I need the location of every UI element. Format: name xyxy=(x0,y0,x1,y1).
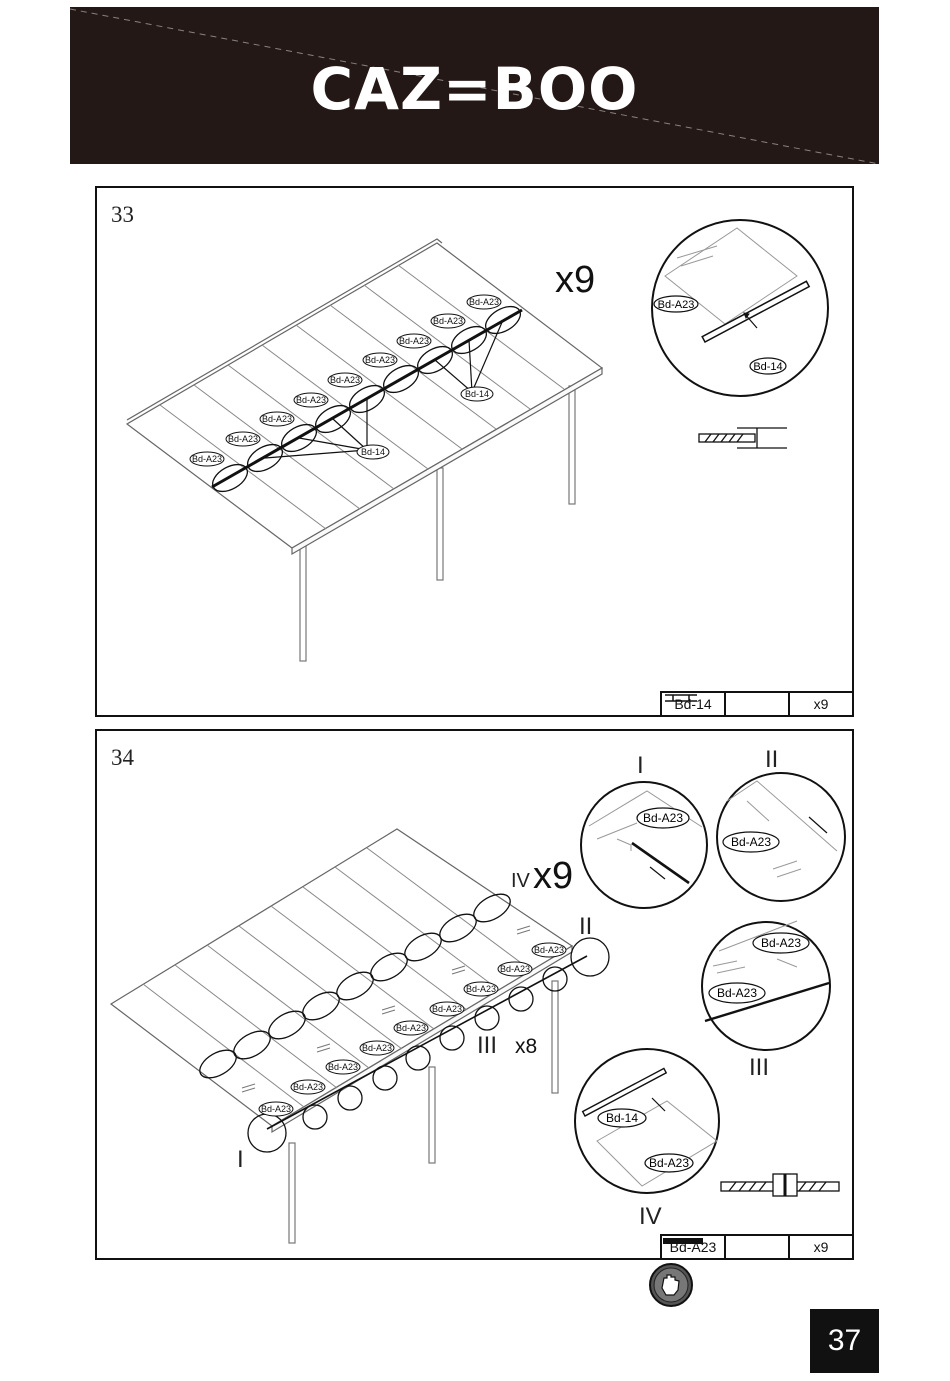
svg-text:Bd-A23: Bd-A23 xyxy=(228,434,258,444)
quantity-label: x9 xyxy=(555,259,595,301)
svg-text:Bd-A23: Bd-A23 xyxy=(328,1062,358,1072)
part-icon xyxy=(725,1235,789,1259)
detail-label-panel: Bd-A23 xyxy=(658,299,695,311)
callout-ii: II xyxy=(579,913,592,940)
parts-table: Bd-14 x9 xyxy=(660,691,854,717)
detail-iv-label-panel: Bd-A23 xyxy=(649,1156,689,1170)
callout-iii: III xyxy=(477,1032,497,1059)
roof-frame xyxy=(111,829,572,1132)
glove-warning-icon xyxy=(648,1262,694,1308)
svg-text:Bd-A23: Bd-A23 xyxy=(432,1004,462,1014)
detail-title-i: I xyxy=(637,752,644,779)
svg-text:Bd-A23: Bd-A23 xyxy=(192,454,222,464)
svg-text:Bd-A23: Bd-A23 xyxy=(433,316,463,326)
svg-text:Bd-A23: Bd-A23 xyxy=(365,355,395,365)
label-panel: Bd-A23 xyxy=(328,373,362,387)
label-panel: Bd-A23 xyxy=(326,1060,360,1074)
detail-iii-label-a: Bd-A23 xyxy=(761,936,801,950)
label-profile: Bd-14 xyxy=(461,387,493,401)
step-34-diagram: Bd-A23 Bd-A23 Bd-A23 Bd-A23 Bd-A23 Bd-A2… xyxy=(97,731,852,1258)
svg-text:Bd-A23: Bd-A23 xyxy=(261,1104,291,1114)
label-panel: Bd-A23 xyxy=(498,962,532,976)
section-symbol xyxy=(721,1174,839,1196)
label-panel: Bd-A23 xyxy=(431,314,465,328)
svg-text:Bd-A23: Bd-A23 xyxy=(330,375,360,385)
svg-text:Bd-A23: Bd-A23 xyxy=(362,1043,392,1053)
label-profile: Bd-14 xyxy=(357,445,389,459)
svg-text:Bd-A23: Bd-A23 xyxy=(296,395,326,405)
detail-i-label: Bd-A23 xyxy=(643,811,683,825)
brand-logo: CAZ=BOO xyxy=(70,55,879,123)
part-qty: x9 xyxy=(789,692,853,716)
label-panel: Bd-A23 xyxy=(260,412,294,426)
label-panel: Bd-A23 xyxy=(363,353,397,367)
detail-label-profile: Bd-14 xyxy=(753,361,782,373)
pergola-posts xyxy=(289,981,558,1243)
svg-text:Bd-A23: Bd-A23 xyxy=(500,964,530,974)
step-34-panel: 34 xyxy=(95,729,854,1260)
detail-title-ii: II xyxy=(765,746,778,773)
svg-text:Bd-A23: Bd-A23 xyxy=(534,945,564,955)
quantity-small: x8 xyxy=(515,1035,537,1058)
svg-text:Bd-A23: Bd-A23 xyxy=(293,1082,323,1092)
svg-text:Bd-A23: Bd-A23 xyxy=(396,1023,426,1033)
detail-circle-iv xyxy=(575,1049,719,1193)
section-symbol xyxy=(699,428,787,448)
label-panel: Bd-A23 xyxy=(467,295,501,309)
detail-iv-label-profile: Bd-14 xyxy=(606,1111,638,1125)
detail-title-iii: III xyxy=(749,1054,769,1081)
detail-ii-label: Bd-A23 xyxy=(731,835,771,849)
label-panel: Bd-A23 xyxy=(394,1021,428,1035)
label-panel: Bd-A23 xyxy=(360,1041,394,1055)
label-panel: Bd-A23 xyxy=(397,334,431,348)
detail-circle-i xyxy=(581,782,707,908)
parts-table: Bd-A23 x9 xyxy=(660,1234,854,1260)
quantity-main: x9 xyxy=(533,855,573,897)
svg-text:Bd-A23: Bd-A23 xyxy=(469,297,499,307)
front-edge-line xyxy=(267,956,587,1129)
label-panel: Bd-A23 xyxy=(294,393,328,407)
brand-header: CAZ=BOO xyxy=(70,7,879,164)
svg-text:Bd-A23: Bd-A23 xyxy=(399,336,429,346)
label-panel: Bd-A23 xyxy=(226,432,260,446)
label-panel: Bd-A23 xyxy=(291,1080,325,1094)
svg-text:Bd-A23: Bd-A23 xyxy=(466,984,496,994)
label-panel: Bd-A23 xyxy=(464,982,498,996)
part-qty: x9 xyxy=(789,1235,853,1259)
detail-iii-label-b: Bd-A23 xyxy=(717,986,757,1000)
label-panel: Bd-A23 xyxy=(430,1002,464,1016)
profile-icon xyxy=(661,692,701,704)
page-number: 37 xyxy=(810,1309,879,1373)
gasket-icon xyxy=(661,1235,705,1247)
callout-iv: IV xyxy=(511,870,531,892)
step-33-panel: 33 xyxy=(95,186,854,717)
svg-text:Bd-A23: Bd-A23 xyxy=(262,414,292,424)
svg-text:Bd-14: Bd-14 xyxy=(361,447,385,457)
callout-i: I xyxy=(237,1146,244,1173)
svg-text:Bd-14: Bd-14 xyxy=(465,389,489,399)
part-icon xyxy=(725,692,789,716)
step-33-labels: Bd-A23 Bd-A23 Bd-A23 Bd-A23 Bd-A23 Bd-A2… xyxy=(97,188,852,715)
label-panel: Bd-A23 xyxy=(259,1102,293,1116)
label-panel: Bd-A23 xyxy=(532,943,566,957)
detail-title-iv: IV xyxy=(639,1203,662,1230)
label-panel: Bd-A23 xyxy=(190,452,224,466)
